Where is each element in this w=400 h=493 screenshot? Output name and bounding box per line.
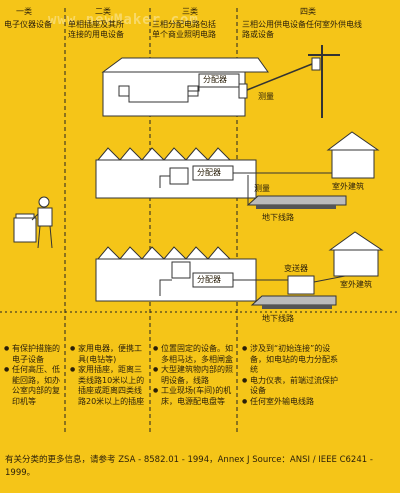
copier — [13, 217, 37, 243]
outdoor-house-3 — [333, 249, 379, 277]
bullet-item: 任何高压、低能回路，如办公室内部的复印机等 — [4, 365, 62, 407]
wire-1a — [128, 91, 189, 103]
outdoor-roof-2 — [326, 131, 380, 151]
building-row-1 — [101, 45, 340, 118]
wire-3a — [159, 279, 172, 296]
meter-label-1: 测量 — [258, 92, 274, 101]
bullets-cat1: 有保护措施的电子设备 任何高压、低能回路，如办公室内部的复印机等 — [4, 344, 62, 407]
underground-line-3 — [262, 305, 332, 309]
bullet-item: 位置固定的设备。如多相马达，多相闸盒 — [153, 344, 235, 365]
bullet-item: 工业现场(车间)的机床，电源配电盘等 — [153, 386, 235, 407]
footer-note: 有关分类的更多信息，请参考 ZSA - 8582.01 - 1994，Annex… — [5, 455, 373, 478]
machine-2 — [169, 167, 189, 185]
transformer-box — [287, 275, 315, 295]
cat4-desc: 三相公用供电设备任何室外供电线 路或设备 — [242, 20, 362, 39]
outdoor-roof-3 — [328, 231, 384, 251]
bullet-item: 有保护措施的电子设备 — [4, 344, 62, 365]
bullets-cat2: 家用电器，便携工具(电钻等) 家用插座，距离三类线路10米以上的插座或距离四类线… — [70, 344, 148, 407]
transformer-label: 变送器 — [284, 264, 308, 273]
bullets-cat4: 涉及到“初始连接”的设备，如电站的电力分配系统 电力仪表，前端过流保护设备 任何… — [242, 344, 342, 407]
outdoor-house-2 — [331, 149, 375, 179]
cat2-title: 二类 — [95, 7, 111, 16]
bullet-item: 家用插座，距离三类线路10米以上的插座或距离四类线路20米以上的插座 — [70, 365, 148, 407]
wire-2a — [159, 175, 170, 188]
bullet-item: 电力仪表，前端过流保护设备 — [242, 376, 342, 397]
machine-3 — [171, 261, 191, 279]
sawtooth-roof-3 — [96, 246, 232, 260]
panel-label-1: 分配器 — [203, 75, 227, 84]
underground-label-1: 地下线路 — [262, 213, 294, 222]
bullet-item: 涉及到“初始连接”的设备，如电站的电力分配系统 — [242, 344, 342, 376]
cat1-desc: 电子仪器设备 — [4, 20, 52, 29]
outlet-1a — [118, 85, 130, 97]
meter-label-2: 测量 — [254, 184, 270, 193]
wire-3c — [313, 275, 346, 283]
ground-2 — [246, 195, 347, 206]
cat3-title: 三类 — [182, 7, 198, 16]
cat1-title: 一类 — [16, 7, 32, 16]
bullet-item: 大型建筑物内部的照明设备，线路 — [153, 365, 235, 386]
bullets-cat3: 位置固定的设备。如多相马达，多相闸盒 大型建筑物内部的照明设备，线路 工业现场(… — [153, 344, 235, 407]
cat2-desc: 单相插座及其所 连接的用电设备 — [68, 20, 124, 39]
outdoor-label-2: 室外建筑 — [340, 280, 372, 289]
watermark: www.newMaker.com — [48, 12, 199, 28]
bullet-item: 任何室外输电线路 — [242, 397, 342, 408]
building-row-3 — [95, 231, 384, 309]
office-worker-figure — [13, 196, 53, 249]
wire-1b — [188, 80, 200, 92]
underground-label-2: 地下线路 — [262, 314, 294, 323]
panel-label-3: 分配器 — [197, 275, 221, 284]
bullet-item: 家用电器，便携工具(电钻等) — [70, 344, 148, 365]
cat3-desc: 三相分配电路包括 单个商业照明电路 — [152, 20, 216, 39]
roof-1 — [101, 57, 269, 73]
meter-box-1 — [238, 83, 248, 99]
pole-transformer — [311, 57, 321, 71]
overhead-wire — [246, 63, 313, 91]
sawtooth-roof-2 — [96, 147, 232, 161]
underground-line-2 — [256, 205, 336, 209]
building-row-2 — [95, 131, 380, 209]
ground-3 — [250, 295, 337, 306]
outdoor-label-1: 室外建筑 — [332, 182, 364, 191]
cat4-title: 四类 — [300, 7, 316, 16]
panel-label-2: 分配器 — [197, 168, 221, 177]
